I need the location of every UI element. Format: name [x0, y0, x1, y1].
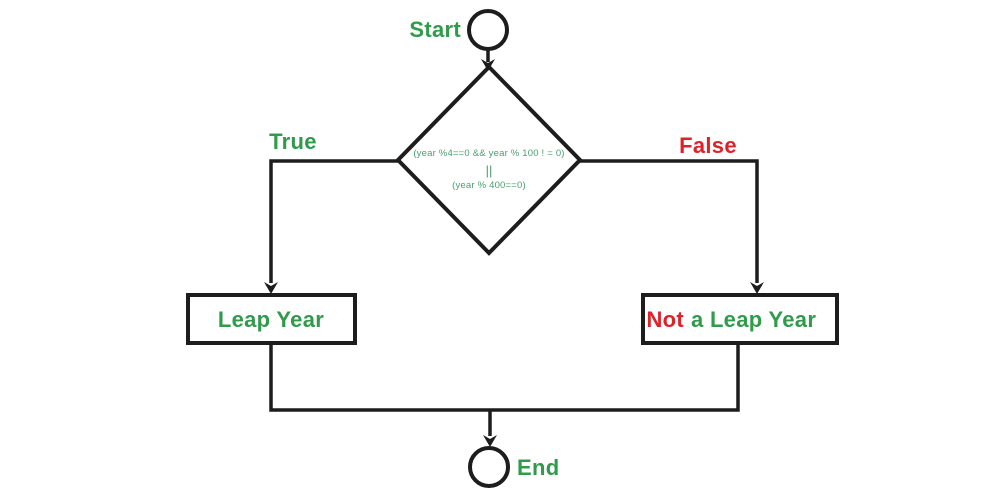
decision-diamond [395, 64, 583, 256]
decision-condition-operator: || [486, 163, 493, 178]
arrowhead-down-icon [481, 59, 495, 71]
end-label: End [517, 455, 559, 480]
false-branch-label: False [679, 133, 737, 158]
true-branch-label: True [269, 129, 317, 154]
arrowhead-down-icon [264, 282, 278, 294]
decision-condition-line2: (year % 400==0) [452, 180, 526, 191]
not-leap-year-label-rest: a Leap Year [691, 307, 816, 332]
true-branch-connector [269, 159, 398, 283]
leap-year-box [186, 293, 357, 345]
not-leap-year-label-not: Not [646, 307, 684, 332]
start-label: Start [409, 17, 461, 42]
end-node-circle [468, 446, 510, 488]
arrowhead-down-icon [750, 282, 764, 294]
false-branch-connector [580, 159, 759, 283]
arrowhead-down-icon [483, 435, 497, 447]
leap-year-label: Leap Year [218, 307, 324, 332]
not-leap-year-box [641, 293, 839, 345]
merge-connector [269, 343, 740, 412]
decision-condition-line1: (year %4==0 && year % 100 ! = 0) [413, 148, 564, 159]
start-node-circle [467, 9, 509, 51]
